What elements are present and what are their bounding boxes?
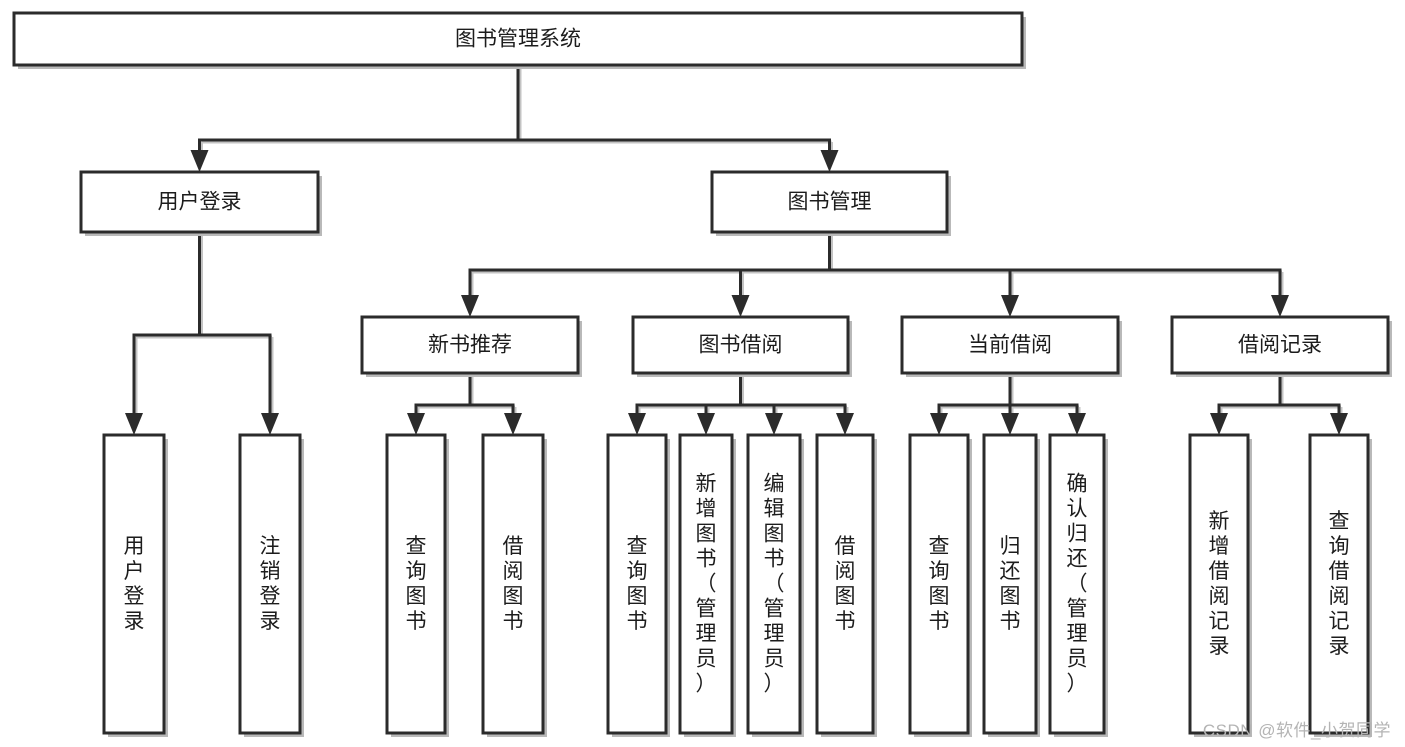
node-leaf-borrow-book-1[interactable]: 借阅图书 [481, 433, 547, 737]
leaf-query-book-2-label: 查询图书 [627, 535, 648, 633]
user-login-label: 用户登录 [158, 191, 242, 214]
node-leaf-confirm-return[interactable]: 确认归还（管理员） [1048, 433, 1108, 737]
node-leaf-logout[interactable]: 注销登录 [238, 433, 304, 737]
node-root[interactable]: 图书管理系统 [12, 11, 1026, 69]
leaf-query-record-box[interactable] [1308, 433, 1370, 735]
arrow-head-icon [190, 150, 209, 172]
leaf-confirm-return-box[interactable] [1048, 433, 1106, 735]
connectors [125, 63, 1348, 435]
current-borrow-box[interactable] [900, 315, 1120, 375]
leaf-borrow-book-2-box[interactable] [815, 433, 875, 735]
node-leaf-add-book[interactable]: 新增图书（管理员） [678, 433, 736, 737]
leaf-add-book-label: 新增图书（管理员） [696, 473, 717, 696]
arrow-head-icon [697, 413, 715, 435]
arrow-head-icon [407, 413, 425, 435]
arrow-head-icon [1271, 295, 1289, 317]
leaf-add-record-label: 新增借阅记录 [1209, 510, 1230, 658]
user-login-box[interactable] [79, 170, 320, 234]
node-current-borrow[interactable]: 当前借阅 [900, 315, 1122, 377]
leaf-add-book-box[interactable] [678, 433, 734, 735]
arrow-head-icon [504, 413, 522, 435]
arrow-head-icon [836, 413, 854, 435]
node-book-borrow[interactable]: 图书借阅 [631, 315, 852, 377]
arrow-head-icon [628, 413, 646, 435]
node-leaf-query-book-2[interactable]: 查询图书 [606, 433, 670, 737]
arrow-head-icon [1001, 295, 1019, 317]
leaf-edit-book-box[interactable] [746, 433, 802, 735]
arrow-head-icon [461, 295, 479, 317]
book-manage-label: 图书管理 [788, 191, 872, 214]
leaf-user-login-label: 用户登录 [124, 535, 145, 633]
leaf-return-book-box[interactable] [982, 433, 1038, 735]
book-manage-box[interactable] [710, 170, 949, 234]
leaf-user-login-box[interactable] [102, 433, 166, 735]
arrow-head-icon [1330, 413, 1348, 435]
node-new-book-rec[interactable]: 新书推荐 [360, 315, 582, 377]
leaf-borrow-book-1-label: 借阅图书 [503, 535, 524, 633]
leaf-query-record-label: 查询借阅记录 [1329, 510, 1350, 658]
node-leaf-return-book[interactable]: 归还图书 [982, 433, 1040, 737]
node-leaf-query-book-3[interactable]: 查询图书 [908, 433, 972, 737]
root-box[interactable] [12, 11, 1024, 67]
leaf-query-book-3-box[interactable] [908, 433, 970, 735]
book-borrow-box[interactable] [631, 315, 850, 375]
arrow-head-icon [765, 413, 783, 435]
leaf-borrow-book-1-box[interactable] [481, 433, 545, 735]
arrow-head-icon [261, 413, 279, 435]
leaf-logout-label: 注销登录 [260, 535, 281, 633]
borrow-record-box[interactable] [1170, 315, 1390, 375]
arrow-head-icon [930, 413, 948, 435]
node-leaf-user-login[interactable]: 用户登录 [102, 433, 168, 737]
arrow-head-icon [1001, 413, 1019, 435]
node-borrow-record[interactable]: 借阅记录 [1170, 315, 1392, 377]
new-book-rec-box[interactable] [360, 315, 580, 375]
leaf-confirm-return-label: 确认归还（管理员） [1067, 473, 1088, 696]
leaf-logout-box[interactable] [238, 433, 302, 735]
node-user-login[interactable]: 用户登录 [79, 170, 322, 236]
node-leaf-query-record[interactable]: 查询借阅记录 [1308, 433, 1372, 737]
node-leaf-borrow-book-2[interactable]: 借阅图书 [815, 433, 877, 737]
arrow-head-icon [731, 295, 750, 317]
leaf-query-book-2-box[interactable] [606, 433, 668, 735]
leaf-query-book-3-label: 查询图书 [929, 535, 950, 633]
leaf-add-record-box[interactable] [1188, 433, 1250, 735]
node-leaf-add-record[interactable]: 新增借阅记录 [1188, 433, 1252, 737]
csdn-watermark: CSDN @软件_小贺同学 [1202, 721, 1391, 740]
node-leaf-edit-book[interactable]: 编辑图书（管理员） [746, 433, 804, 737]
leaf-edit-book-label: 编辑图书（管理员） [764, 473, 785, 696]
book-borrow-label: 图书借阅 [699, 334, 783, 357]
leaf-query-book-1-label: 查询图书 [406, 535, 427, 633]
node-book-manage[interactable]: 图书管理 [710, 170, 951, 236]
arrow-head-icon [125, 413, 143, 435]
current-borrow-label: 当前借阅 [968, 334, 1052, 357]
borrow-record-label: 借阅记录 [1238, 334, 1322, 357]
arrow-head-icon [1068, 413, 1086, 435]
root-label: 图书管理系统 [455, 28, 581, 51]
arrow-head-icon [820, 150, 839, 172]
leaf-return-book-label: 归还图书 [1000, 535, 1021, 633]
leaf-query-book-1-box[interactable] [385, 433, 447, 735]
leaf-borrow-book-2-label: 借阅图书 [835, 535, 856, 633]
arrow-head-icon [1210, 413, 1228, 435]
new-book-rec-label: 新书推荐 [428, 334, 512, 357]
node-leaf-query-book-1[interactable]: 查询图书 [385, 433, 449, 737]
